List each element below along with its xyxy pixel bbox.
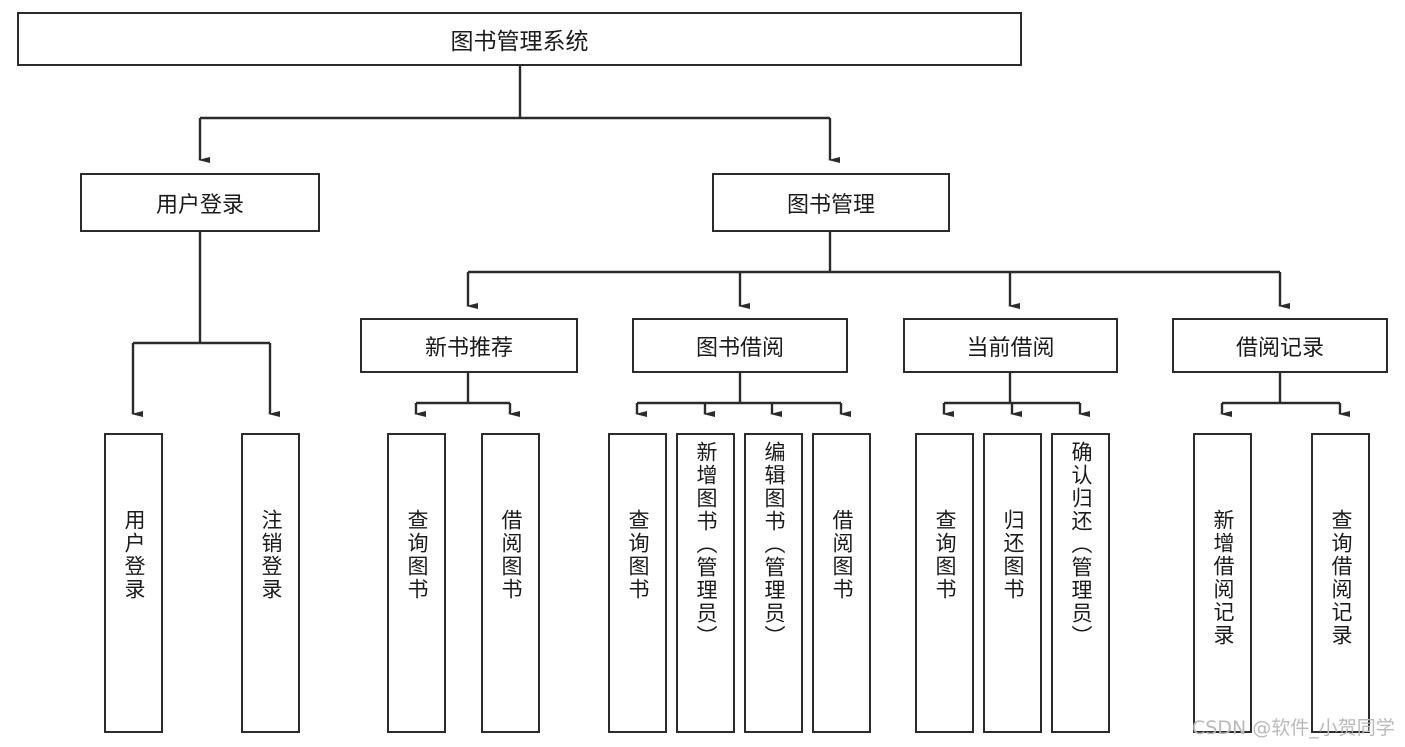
node-book-management[interactable]: 图书管理 bbox=[712, 173, 950, 232]
leaf-label: 注销登录 bbox=[259, 509, 283, 601]
leaf-current-borrow-confirm[interactable]: 确认归还（管理员） bbox=[1051, 433, 1110, 733]
leaf-current-borrow-query[interactable]: 查询图书 bbox=[915, 433, 974, 733]
node-root[interactable]: 图书管理系统 bbox=[17, 12, 1022, 66]
node-new-book-recommend-label: 新书推荐 bbox=[424, 335, 513, 361]
leaf-new-book-borrow[interactable]: 借阅图书 bbox=[481, 433, 540, 733]
leaf-label: 查询借阅记录 bbox=[1329, 509, 1353, 647]
leaf-book-borrow-edit[interactable]: 编辑图书（管理员） bbox=[744, 433, 803, 733]
leaf-label: 用户登录 bbox=[122, 509, 146, 601]
node-book-management-label: 图书管理 bbox=[786, 192, 875, 218]
node-user-login[interactable]: 用户登录 bbox=[80, 173, 320, 232]
leaf-book-borrow-query[interactable]: 查询图书 bbox=[608, 433, 667, 733]
watermark: CSDN @软件_小贺同学 bbox=[1192, 717, 1395, 739]
leaf-user-login-logout[interactable]: 注销登录 bbox=[241, 433, 300, 733]
node-user-login-label: 用户登录 bbox=[155, 192, 244, 218]
node-new-book-recommend[interactable]: 新书推荐 bbox=[360, 318, 578, 373]
leaf-label: 借阅图书 bbox=[830, 509, 854, 601]
node-book-borrow-label: 图书借阅 bbox=[695, 335, 784, 361]
node-borrow-record-label: 借阅记录 bbox=[1235, 335, 1324, 361]
leaf-label: 查询图书 bbox=[626, 509, 650, 601]
leaf-label: 归还图书 bbox=[1001, 509, 1025, 601]
node-current-borrow-label: 当前借阅 bbox=[966, 335, 1055, 361]
leaf-book-borrow-add[interactable]: 新增图书（管理员） bbox=[676, 433, 735, 733]
leaf-label: 查询图书 bbox=[405, 509, 429, 601]
leaf-borrow-record-query[interactable]: 查询借阅记录 bbox=[1311, 433, 1370, 733]
node-current-borrow[interactable]: 当前借阅 bbox=[903, 318, 1118, 373]
leaf-label: 新增图书（管理员） bbox=[694, 441, 718, 648]
leaf-label: 查询图书 bbox=[933, 509, 957, 601]
leaf-borrow-record-add[interactable]: 新增借阅记录 bbox=[1193, 433, 1252, 733]
node-root-label: 图书管理系统 bbox=[450, 29, 589, 55]
node-borrow-record[interactable]: 借阅记录 bbox=[1172, 318, 1388, 373]
leaf-book-borrow-borrow[interactable]: 借阅图书 bbox=[812, 433, 871, 733]
leaf-current-borrow-return[interactable]: 归还图书 bbox=[983, 433, 1042, 733]
leaf-label: 借阅图书 bbox=[499, 509, 523, 601]
leaf-label: 确认归还（管理员） bbox=[1069, 441, 1093, 648]
leaf-label: 新增借阅记录 bbox=[1211, 509, 1235, 647]
leaf-label: 编辑图书（管理员） bbox=[762, 441, 786, 648]
leaf-user-login-login[interactable]: 用户登录 bbox=[104, 433, 163, 733]
node-book-borrow[interactable]: 图书借阅 bbox=[632, 318, 848, 373]
leaf-new-book-query[interactable]: 查询图书 bbox=[387, 433, 446, 733]
